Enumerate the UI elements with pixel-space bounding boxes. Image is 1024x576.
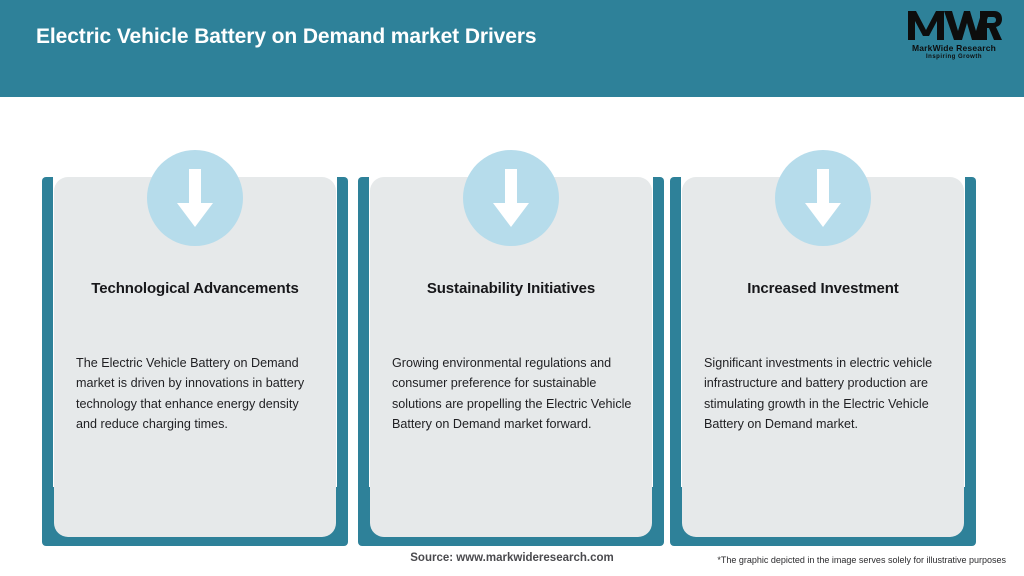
down-arrow-icon [147,150,243,246]
card-body-text: Growing environmental regulations and co… [392,356,632,432]
down-arrow-glyph [493,169,529,227]
logo-tagline: Inspiring Growth [926,54,982,60]
card-title: Sustainability Initiatives [426,280,596,297]
driver-card[interactable]: Increased Investment Significant investm… [670,150,976,546]
card-panel: Increased Investment Significant investm… [682,177,964,537]
card-title: Technological Advancements [91,280,299,297]
logo-name: MarkWide Research [911,43,997,53]
card-body-text: The Electric Vehicle Battery on Demand m… [76,356,305,432]
card-body-text: Significant investments in electric vehi… [704,356,933,432]
source-note: Source: www.markwideresearch.com [410,552,614,564]
brand-logo: MarkWide Research Inspiring Growth [902,8,1006,66]
driver-card[interactable]: Technological Advancements The Electric … [42,150,348,546]
page-title: Electric Vehicle Battery on Demand marke… [36,25,537,48]
down-arrow-glyph [177,169,213,227]
down-arrow-glyph [805,169,841,227]
down-arrow-icon [463,150,559,246]
down-arrow-icon [775,150,871,246]
driver-card[interactable]: Sustainability Initiatives Growing envir… [358,150,664,546]
disclaimer-note: *The graphic depicted in the image serve… [717,555,1006,565]
mwr-logo-icon [908,11,1002,40]
card-title: Increased Investment [747,280,899,297]
header-band: Electric Vehicle Battery on Demand marke… [0,0,1024,97]
